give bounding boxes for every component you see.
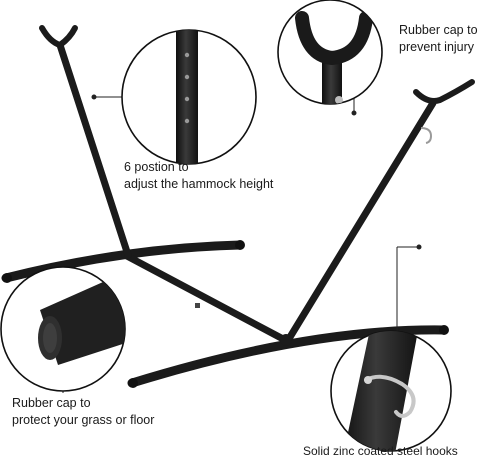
base-bar-right — [127, 325, 449, 388]
detail-height-holes — [121, 29, 257, 165]
frame-joint — [280, 334, 292, 346]
callout-height-adjust-line1: 6 postion to — [124, 160, 189, 174]
callout-foot-cap-line2: protect your grass or floor — [12, 413, 155, 427]
top-fork-right — [413, 79, 475, 104]
foot-cap-left — [2, 273, 12, 283]
hook-icon — [420, 127, 433, 144]
callout-foot-cap-line1: Rubber cap to — [12, 396, 91, 410]
callout-top-cap-line2: prevent injury — [399, 40, 475, 54]
detail-top-cap — [277, 0, 383, 105]
base-spine — [121, 251, 289, 344]
detail-steel-hook — [330, 330, 452, 452]
callout-hooks-line1: Solid zinc coated steel hooks — [303, 444, 458, 458]
hammock-frame — [1, 41, 449, 388]
upright-left — [56, 41, 132, 259]
callout-top-cap: Rubber cap to prevent injury — [399, 22, 478, 56]
foot-cap-right — [439, 325, 449, 335]
callout-height-adjust-line2: adjust the hammock height — [124, 177, 274, 191]
top-fork-left — [39, 25, 78, 48]
callout-foot-cap: Rubber cap to protect your grass or floo… — [12, 395, 154, 429]
callout-leaders — [62, 94, 422, 393]
callout-top-cap-line1: Rubber cap to — [399, 23, 478, 37]
callout-height-adjust: 6 postion to adjust the hammock height — [124, 159, 273, 193]
detail-foot-cap — [0, 266, 126, 392]
callout-hooks: Solid zinc coated steel hooks — [303, 443, 458, 460]
upright-right — [283, 99, 437, 346]
